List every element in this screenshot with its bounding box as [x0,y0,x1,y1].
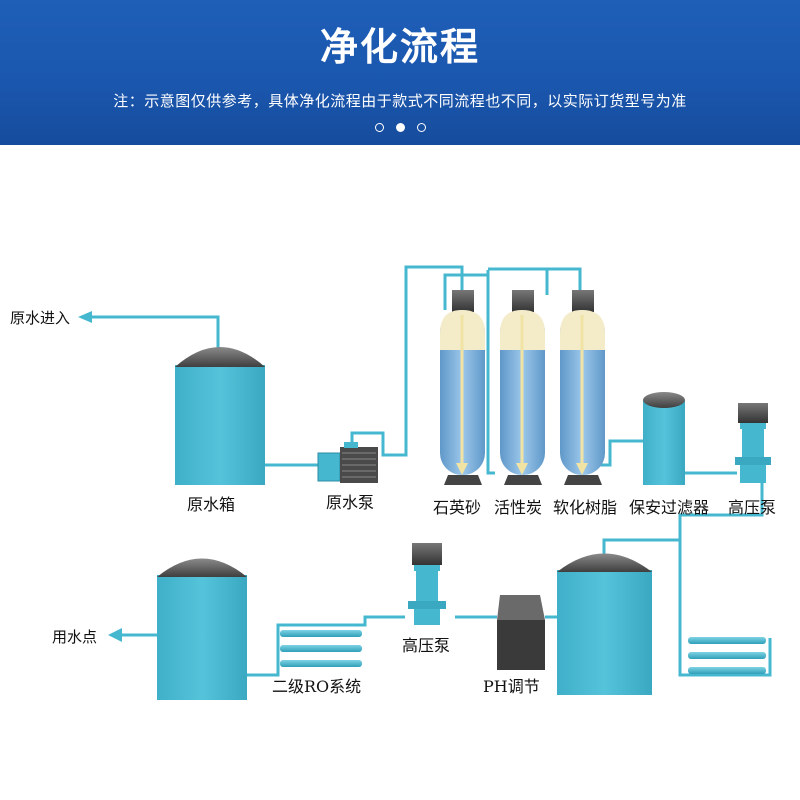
label-activated-carbon: 活性炭 [494,498,542,517]
arrow-use-point [108,628,122,642]
pure-water-tank [157,558,247,700]
pipe-carbon-to-softener [547,267,582,295]
pipe-quartz-to-carbon [443,270,495,475]
carousel-dot[interactable] [374,123,384,132]
header-banner: 净化流程 注：示意图仅供参考，具体净化流程由于款式不同流程也不同，以实际订货型号… [0,0,800,145]
carousel-dot[interactable] [416,123,426,132]
raw-water-pump [317,442,378,483]
ro-membranes-stage-1 [688,637,766,674]
carousel-dots [0,117,800,136]
label-ph-adjust: PH调节 [483,677,540,696]
activated-carbon-filter [500,290,545,485]
page-title: 净化流程 [319,25,480,69]
ph-adjust-unit [497,595,545,670]
label-security-filter: 保安过滤器 [629,498,709,517]
label-water-use-point: 用水点 [52,628,97,646]
arrow-raw-in [78,311,92,323]
intermediate-tank [557,553,652,695]
softener-resin-filter [560,290,605,485]
high-pressure-pump-2 [408,543,446,625]
pipe-pump-to-quartz [350,265,464,457]
label-raw-water-in: 原水进入 [10,309,70,327]
disclaimer-note: 注：示意图仅供参考，具体净化流程由于款式不同流程也不同，以实际订货型号为准 [113,92,687,110]
carousel-dot-active[interactable] [395,123,405,132]
security-filter [643,392,685,485]
high-pressure-pump-1 [735,403,771,483]
label-high-pressure-pump-1: 高压泵 [728,498,776,517]
pipe-pump2-to-ro2 [245,615,405,677]
pipe-ro1-loop [678,563,772,677]
quartz-sand-filter [440,290,485,485]
raw-water-tank [175,347,265,485]
label-quartz-sand: 石英砂 [433,498,481,517]
label-raw-water-pump: 原水泵 [326,493,374,512]
label-two-stage-ro: 二级RO系统 [272,677,361,696]
label-raw-water-tank: 原水箱 [187,495,235,514]
purification-flow-diagram: 原水进入 原水箱 原水泵 石英砂 活性炭 软化树脂 保安过滤器 高压泵 高压泵 … [10,265,776,700]
ro-membranes-stage-2 [280,630,362,667]
label-softener-resin: 软化树脂 [553,498,617,517]
pipe-pump1-to-ro1 [678,475,764,563]
label-high-pressure-pump-2: 高压泵 [402,636,450,655]
pipe-softener-to-filter [600,439,643,467]
pipe-raw-inlet [92,315,220,357]
